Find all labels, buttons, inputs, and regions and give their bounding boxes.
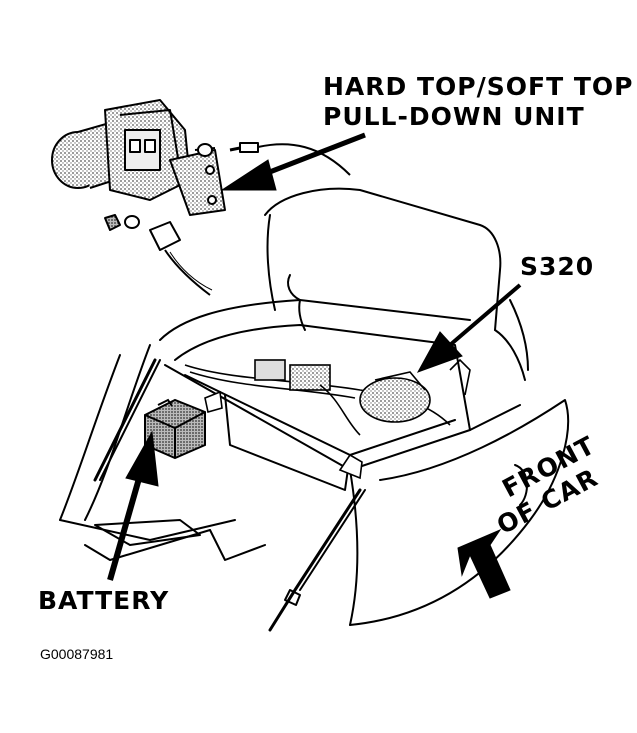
splice-component [359,377,431,423]
pull-down-unit-label: HARD TOP/SOFT TOP PULL-DOWN UNIT [323,72,633,132]
pull-down-unit-label-line1: HARD TOP/SOFT TOP [323,72,634,101]
battery-label: BATTERY [38,586,170,615]
car-body-outline [59,187,569,632]
pull-down-unit-drawing [51,99,351,296]
pull-down-unit-label-line2: PULL-DOWN UNIT [323,102,585,131]
front-direction-arrow [457,528,511,599]
splice-label: S320 [520,252,595,281]
trunk-components [184,358,471,480]
figure-code: G00087981 [40,646,114,662]
leader-arrows [107,132,522,599]
